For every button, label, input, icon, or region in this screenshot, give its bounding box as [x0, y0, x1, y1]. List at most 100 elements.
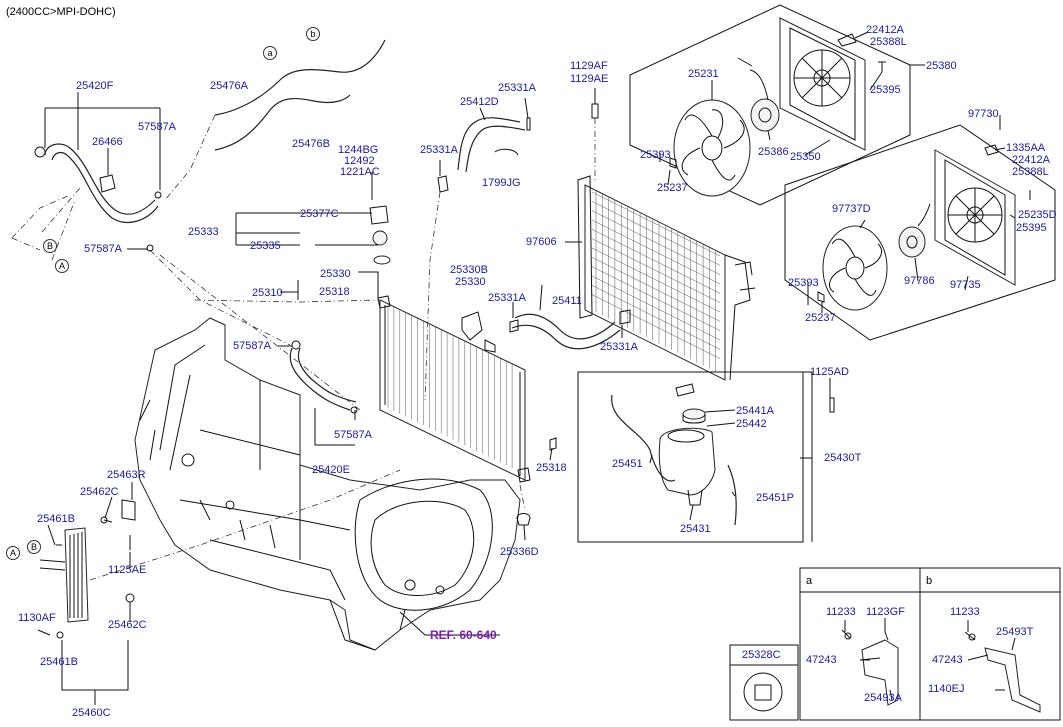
- part-25476A[interactable]: 25476A: [210, 80, 248, 92]
- dashed-links: [11, 114, 596, 581]
- part-1123GF[interactable]: 1123GF: [866, 606, 905, 618]
- part-11233-a[interactable]: 11233: [826, 606, 856, 618]
- part-25380[interactable]: 25380: [926, 60, 957, 72]
- part-1221AC[interactable]: 1221AC: [340, 166, 380, 178]
- callout-B-lower: B: [27, 540, 41, 554]
- part-25461B-upper[interactable]: 25461B: [37, 513, 75, 525]
- part-25461B-lower[interactable]: 25461B: [40, 656, 78, 668]
- part-25493T[interactable]: 25493T: [996, 626, 1034, 638]
- part-25237-upper[interactable]: 25237: [657, 182, 688, 194]
- part-57587A-top[interactable]: 57587A: [138, 121, 176, 133]
- part-97786[interactable]: 97786: [904, 275, 935, 287]
- part-25411[interactable]: 25411: [552, 295, 582, 307]
- inset-panels: [729, 567, 1061, 721]
- part-25318-left[interactable]: 25318: [319, 286, 350, 298]
- part-1140EJ[interactable]: 1140EJ: [928, 683, 965, 695]
- part-1125AE[interactable]: 1125AE: [108, 564, 147, 576]
- hoses: [44, 39, 621, 411]
- part-25451[interactable]: 25451: [612, 458, 643, 470]
- part-25328C[interactable]: 25328C: [742, 649, 781, 661]
- part-25463R[interactable]: 25463R: [107, 469, 146, 481]
- reference-link[interactable]: REF. 60-640: [430, 628, 497, 642]
- part-1244BG[interactable]: 1244BG: [338, 144, 379, 156]
- part-25330-right[interactable]: 25330: [455, 276, 486, 288]
- part-47243-b[interactable]: 47243: [932, 654, 963, 666]
- part-12492[interactable]: 12492: [344, 155, 375, 167]
- part-25393-lower[interactable]: 25393: [788, 277, 819, 289]
- part-25377C[interactable]: 25377C: [300, 208, 339, 220]
- part-25231[interactable]: 25231: [688, 68, 719, 80]
- part-25393-upper[interactable]: 25393: [640, 149, 671, 161]
- part-97737D[interactable]: 97737D: [832, 203, 871, 215]
- part-1335AA[interactable]: 1335AA: [1006, 142, 1046, 154]
- part-25330B[interactable]: 25330B: [450, 264, 488, 276]
- part-25331A-right[interactable]: 25331A: [600, 341, 638, 353]
- small-components: [34, 103, 631, 526]
- part-25331A-top[interactable]: 25331A: [498, 82, 536, 94]
- engine-variant-title: (2400CC>MPI-DOHC): [6, 6, 116, 18]
- callout-B-upper: B: [43, 239, 57, 253]
- part-25235D[interactable]: 25235D: [1018, 209, 1057, 221]
- part-25462C-lower[interactable]: 25462C: [108, 619, 147, 631]
- part-57587A-mid[interactable]: 57587A: [233, 340, 271, 352]
- part-25388L-lower[interactable]: 25388L: [1012, 166, 1049, 178]
- part-57587A-left[interactable]: 57587A: [84, 243, 122, 255]
- part-25388L-upper[interactable]: 25388L: [870, 36, 907, 48]
- part-25441A[interactable]: 25441A: [736, 405, 774, 417]
- callout-A-lower: A: [6, 546, 20, 560]
- part-25331A-left[interactable]: 25331A: [420, 144, 458, 156]
- part-1129AF[interactable]: 1129AF: [570, 60, 608, 72]
- part-1130AF[interactable]: 1130AF: [18, 612, 56, 624]
- callout-a: a: [263, 46, 277, 60]
- part-97730[interactable]: 97730: [968, 108, 999, 120]
- part-57587A-bottom[interactable]: 57587A: [334, 429, 372, 441]
- part-25330-left[interactable]: 25330: [320, 268, 351, 280]
- part-25462C-upper[interactable]: 25462C: [80, 486, 119, 498]
- inset-b-title: b: [926, 575, 933, 587]
- part-26466[interactable]: 26466: [92, 136, 123, 148]
- part-97606[interactable]: 97606: [526, 236, 557, 248]
- part-25331A-mid[interactable]: 25331A: [488, 292, 526, 304]
- part-25493A[interactable]: 25493A: [864, 692, 902, 704]
- fan-assembly-main: [629, 4, 911, 206]
- part-25395-lower[interactable]: 25395: [1016, 222, 1047, 234]
- part-25237-lower[interactable]: 25237: [805, 312, 836, 324]
- part-25430T[interactable]: 25430T: [824, 452, 862, 464]
- part-25420F[interactable]: 25420F: [76, 80, 114, 92]
- part-97735[interactable]: 97735: [950, 279, 981, 291]
- part-22412A-lower[interactable]: 22412A: [1012, 154, 1050, 166]
- part-25442[interactable]: 25442: [736, 418, 767, 430]
- reservoir-assembly: [577, 371, 835, 543]
- part-25412D[interactable]: 25412D: [460, 96, 499, 108]
- callout-b: b: [306, 27, 320, 41]
- radiator: [377, 295, 531, 483]
- part-25335[interactable]: 25335: [250, 240, 281, 252]
- inset-a-title: a: [806, 575, 813, 587]
- part-25336D[interactable]: 25336D: [500, 546, 539, 558]
- part-1799JG[interactable]: 1799JG: [482, 177, 521, 189]
- part-22412A-upper[interactable]: 22412A: [866, 24, 904, 36]
- part-1129AE[interactable]: 1129AE: [570, 73, 609, 85]
- part-25318-right[interactable]: 25318: [536, 462, 567, 474]
- part-25386[interactable]: 25386: [758, 146, 789, 158]
- callout-A-upper: A: [55, 259, 69, 273]
- part-25350[interactable]: 25350: [790, 151, 821, 163]
- part-25431[interactable]: 25431: [680, 523, 711, 535]
- part-11233-b[interactable]: 11233: [950, 606, 980, 618]
- part-25395-upper[interactable]: 25395: [870, 84, 901, 96]
- part-25333[interactable]: 25333: [188, 226, 219, 238]
- part-47243-a[interactable]: 47243: [806, 654, 837, 666]
- part-25420E[interactable]: 25420E: [312, 464, 350, 476]
- part-25460C[interactable]: 25460C: [72, 707, 111, 719]
- oil-cooler: [39, 499, 136, 639]
- part-25310[interactable]: 25310: [252, 287, 283, 299]
- radiator-support-frame: [134, 317, 521, 651]
- leader-lines: [37, 31, 1016, 705]
- fan-assembly-secondary: [784, 124, 1056, 341]
- part-25451P[interactable]: 25451P: [756, 492, 794, 504]
- part-25476B[interactable]: 25476B: [292, 138, 330, 150]
- part-1125AD[interactable]: 1125AD: [810, 366, 849, 378]
